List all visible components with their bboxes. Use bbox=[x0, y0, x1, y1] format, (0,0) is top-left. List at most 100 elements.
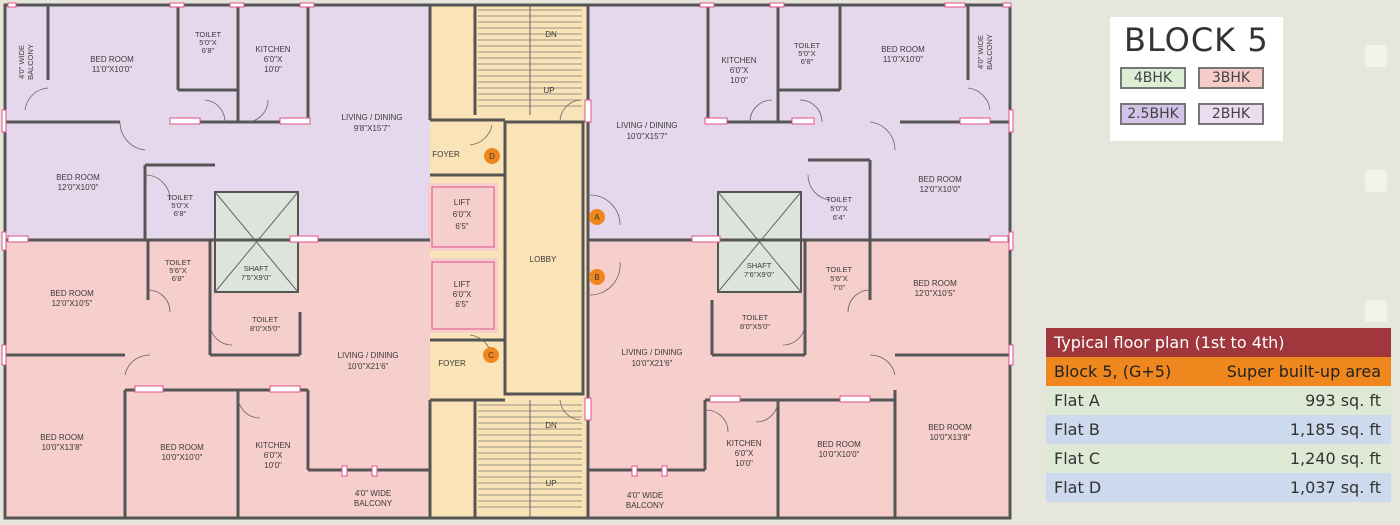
kitchen-tr-name: KITCHEN bbox=[721, 56, 756, 65]
foyer-c-label: FOYER bbox=[438, 359, 466, 368]
bed-l3-name: BED ROOM bbox=[50, 289, 94, 298]
living-tl-size: 9'8"X15'7" bbox=[354, 124, 390, 133]
badge-d: D bbox=[484, 148, 500, 164]
living-tr-name: LIVING / DINING bbox=[617, 121, 678, 130]
shaft-r-name: SHAFT bbox=[747, 261, 772, 270]
toilet-r3-size1: 5'6"X bbox=[830, 274, 847, 283]
staircase-bottom bbox=[478, 400, 582, 518]
bed-l2-size: 12'0"X10'0" bbox=[58, 183, 99, 192]
flat-name: Flat D bbox=[1054, 478, 1102, 497]
living-tl-name: LIVING / DINING bbox=[342, 113, 403, 122]
bed-tr-size: 11'0"X10'0" bbox=[883, 55, 923, 64]
kitchen-bl-size1: 6'0"X bbox=[264, 451, 283, 460]
bed-bl2-size: 10'0"X10'0" bbox=[162, 453, 203, 462]
stair-bot-up: UP bbox=[545, 479, 556, 488]
bed-l3-size: 12'0"X10'5" bbox=[52, 299, 93, 308]
flat-name: Flat B bbox=[1054, 420, 1100, 439]
table-header-left: Block 5, (G+5) bbox=[1054, 362, 1172, 381]
decor-square bbox=[1365, 45, 1387, 67]
legend-3bhk: 3BHK bbox=[1198, 67, 1264, 89]
toilet-tr-name: TOILET bbox=[794, 41, 821, 50]
lift2-name: LIFT bbox=[454, 280, 471, 289]
living-tr-size: 10'0"X15'7" bbox=[627, 132, 668, 141]
kitchen-bl-size2: 10'0" bbox=[264, 461, 282, 470]
balcony-bl-line1: 4'0" WIDE bbox=[355, 489, 391, 498]
badge-c-text: C bbox=[488, 351, 494, 360]
legend-2-5bhk: 2.5BHK bbox=[1120, 103, 1186, 125]
table-title: Typical floor plan (1st to 4th) bbox=[1046, 328, 1391, 357]
badge-c: C bbox=[483, 347, 499, 363]
toilet-l3-size1: 5'6"X bbox=[169, 266, 186, 275]
bed-bl1-name: BED ROOM bbox=[40, 433, 84, 442]
kitchen-tl-name: KITCHEN bbox=[255, 45, 290, 54]
bed-tl-size: 11'0"X10'0" bbox=[92, 65, 132, 74]
bed-br2-name: BED ROOM bbox=[928, 423, 972, 432]
shaft-r-size: 7'6"X9'0" bbox=[744, 270, 774, 279]
toilet-r3-name: TOILET bbox=[826, 265, 853, 274]
bed-l2-name: BED ROOM bbox=[56, 173, 100, 182]
badge-a: A bbox=[589, 209, 605, 225]
badge-b: B bbox=[589, 269, 605, 285]
bed-bl2-name: BED ROOM bbox=[160, 443, 204, 452]
balcony-br-line1: 4'0" WIDE bbox=[627, 491, 663, 500]
toilet-l4-name: TOILET bbox=[252, 315, 279, 324]
balcony-tr-line1: 4'0" WIDE bbox=[976, 35, 985, 69]
lobby-label: LOBBY bbox=[530, 255, 557, 264]
svg-text:4'0" WIDEBALCONY: 4'0" WIDEBALCONY bbox=[976, 34, 994, 70]
bed-br1-name: BED ROOM bbox=[817, 440, 861, 449]
balcony-bl-line2: BALCONY bbox=[354, 499, 393, 508]
bed-r2-name: BED ROOM bbox=[918, 175, 962, 184]
flat-area: 1,037 sq. ft bbox=[1289, 478, 1381, 497]
living-bl-size: 10'0"X21'6" bbox=[348, 362, 389, 371]
toilet-tr-size2: 6'8" bbox=[801, 57, 814, 66]
balcony-br-line2: BALCONY bbox=[626, 501, 665, 510]
kitchen-br-name: KITCHEN bbox=[726, 439, 761, 448]
toilet-tl-size2: 6'8" bbox=[202, 46, 215, 55]
table-title-text: Typical floor plan (1st to 4th) bbox=[1054, 333, 1285, 352]
toilet-l2-size2: 6'8" bbox=[174, 209, 187, 218]
foyer-d-label: FOYER bbox=[432, 150, 460, 159]
toilet-r4-name: TOILET bbox=[742, 313, 769, 322]
flat-area: 993 sq. ft bbox=[1305, 391, 1381, 410]
toilet-r2-size1: 5'0"X bbox=[830, 204, 847, 213]
staircase-top bbox=[475, 5, 585, 115]
bed-tl-name: BED ROOM bbox=[90, 55, 134, 64]
kitchen-bl-name: KITCHEN bbox=[255, 441, 290, 450]
area-table: Typical floor plan (1st to 4th) Block 5,… bbox=[1046, 328, 1391, 502]
bed-bl1-size: 10'0"X13'8" bbox=[42, 443, 83, 452]
svg-text:4'0" WIDEBALCONY: 4'0" WIDEBALCONY bbox=[17, 44, 35, 80]
table-header: Block 5, (G+5)Super built-up area bbox=[1046, 357, 1391, 386]
kitchen-tr-size2: 10'0" bbox=[730, 76, 748, 85]
toilet-tr-size1: 5'0"X bbox=[798, 49, 815, 58]
shaft-l-size: 7'5"X9'0" bbox=[241, 273, 271, 282]
badge-d-text: D bbox=[489, 152, 495, 161]
kitchen-br-size1: 6'0"X bbox=[735, 449, 754, 458]
lobby bbox=[503, 120, 585, 396]
legend-4bhk: 4BHK bbox=[1120, 67, 1186, 89]
flat-area: 1,185 sq. ft bbox=[1289, 420, 1381, 439]
stair-bot-dn: DN bbox=[545, 421, 557, 430]
stair-top-up: UP bbox=[543, 86, 554, 95]
